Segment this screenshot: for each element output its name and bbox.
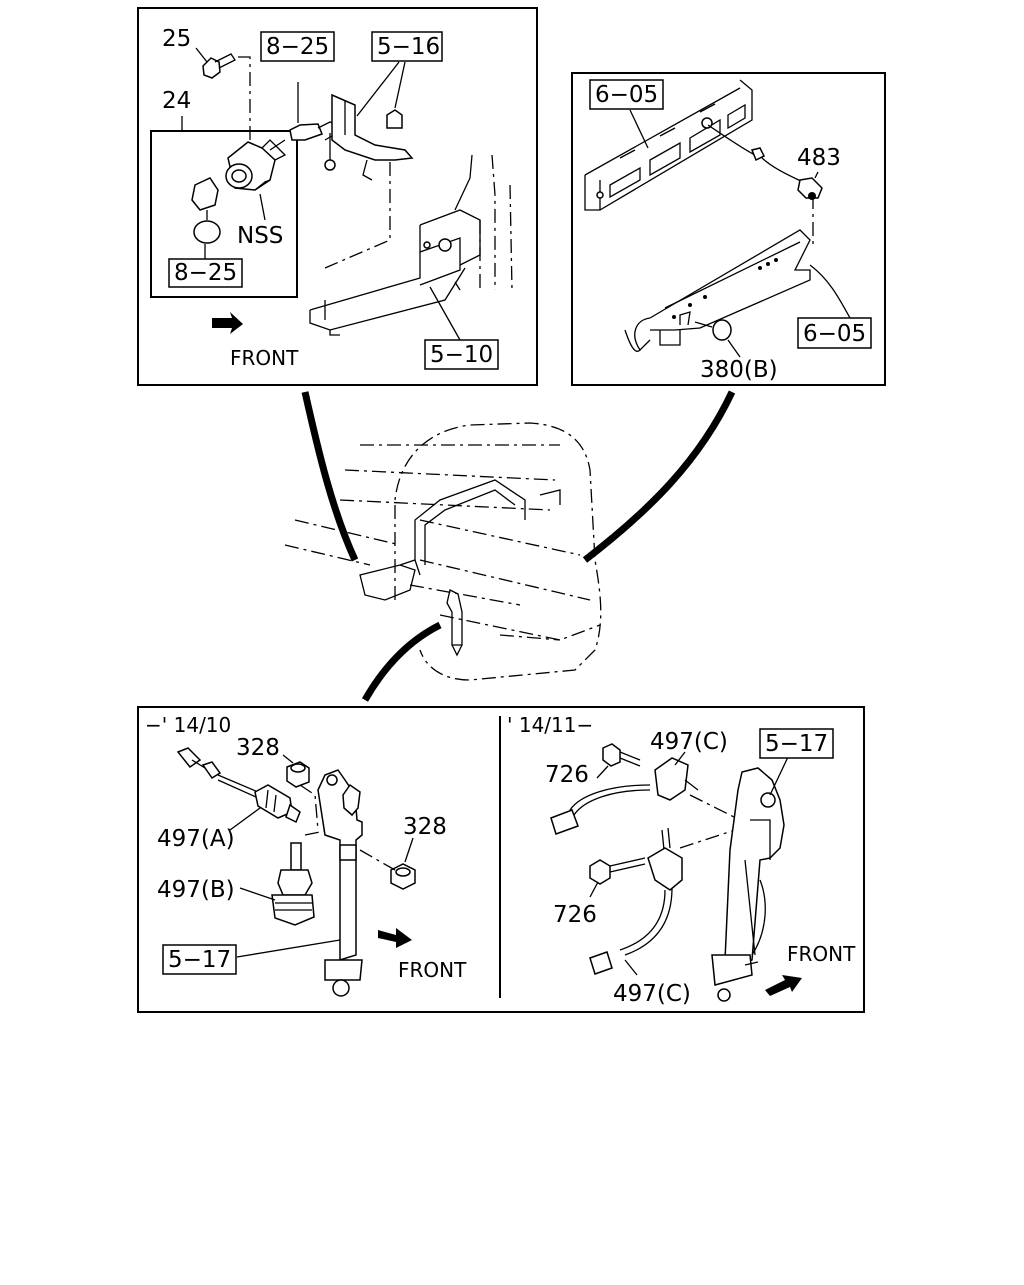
truck-cab-illustration [284,390,736,702]
label-nss: NSS [237,223,283,249]
ref-5-10: 5−10 [430,342,493,368]
ref-5-17: 5−17 [765,731,828,757]
pressure-switch-b-icon [271,842,315,926]
ref-box-8-25-lower [168,258,243,288]
ref-box-5-16 [371,31,443,62]
ref-5-16: 5−16 [377,34,440,60]
label-328-right: 328 [403,814,447,840]
panel-neutral-switch: 25 24 NSS FRONT 8−25 5−16 8−25 5−10 [137,7,538,386]
label-497c-lower: 497(C) [613,981,691,1007]
ref-box-8-25 [260,31,335,62]
label-726-lower: 726 [553,902,597,928]
spacer-icon [286,761,310,788]
o-ring-icon [712,319,732,341]
label-726-upper: 726 [545,762,589,788]
ref-box-6-05 [589,79,664,110]
front-label: FRONT [230,346,299,370]
panel-cab-tilt-switch-early: −' 14/10 [145,713,467,997]
bottom-panel-frame [137,706,865,1013]
bolt-icon [202,53,236,79]
ref-box-5-17 [162,944,237,975]
label-497b: 497(B) [157,877,235,903]
panel-cab-tilt-switch-late: ' 14/11− [507,713,856,1007]
label-497a: 497(A) [157,826,235,852]
ref-6-05: 6−05 [595,82,658,108]
tilt-cylinder-icon [317,769,363,997]
bracket-icon [331,93,414,181]
label-497c-upper: 497(C) [650,729,728,755]
ref-box-6-05-lower [797,317,872,349]
label-328-upper: 328 [236,735,280,761]
label-483: 483 [797,145,841,171]
engine-block-icon [584,79,753,211]
period-label: −' 14/10 [145,713,231,737]
ref-6-05-lower: 6−05 [803,321,866,347]
ref-8-25-lower: 8−25 [174,260,237,286]
front-label: FRONT [398,958,467,982]
harness-connector-icon [176,747,259,798]
oil-pan-icon [624,229,811,352]
label-24: 24 [162,88,191,114]
panel-oil-pressure-switch: 6−05 483 6−05 380(B) [571,72,886,386]
tilt-switch-icon [254,784,301,824]
front-label: FRONT [787,942,856,966]
ref-box-5-10 [424,339,499,370]
tilt-cylinder-icon [711,767,785,1002]
frame-rail-icon [309,154,513,336]
pressure-switch-icon [707,124,823,200]
front-arrow-icon [765,975,802,996]
label-380b: 380(B) [700,357,778,383]
connector-icon [269,121,339,171]
period-label: ' 14/11− [507,713,593,737]
ref-box-5-17 [759,728,834,759]
front-arrow-icon [212,312,243,334]
bolt-icon [589,857,646,885]
ref-5-17: 5−17 [168,947,231,973]
seal-ring-icon [191,177,221,244]
bolt-icon [602,743,641,767]
front-arrow-icon [378,928,412,948]
neutral-safety-switch-icon [225,139,287,191]
ref-8-25: 8−25 [266,34,329,60]
switch-c-lower-icon [589,827,683,975]
switch-c-upper-icon [550,757,699,835]
nut-icon [390,863,416,890]
label-25: 25 [162,26,191,52]
